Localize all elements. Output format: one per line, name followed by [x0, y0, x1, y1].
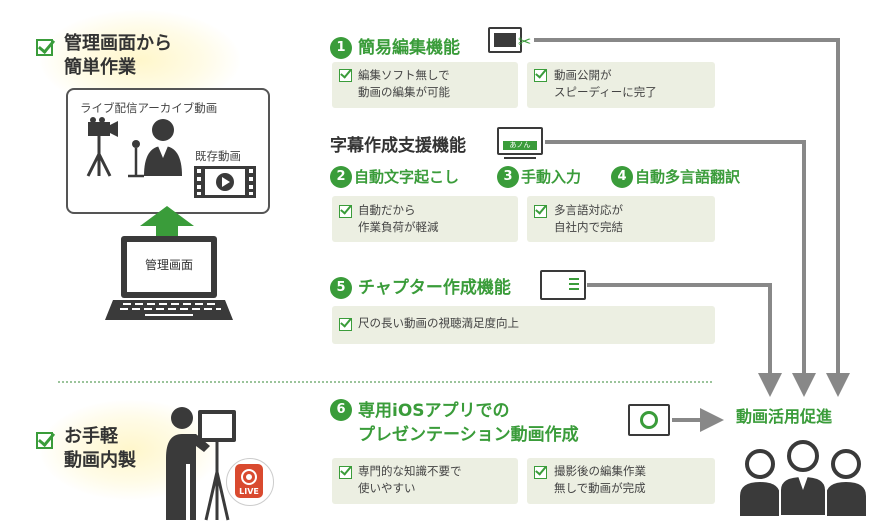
chapter-line: [569, 278, 579, 280]
feature-title-2: 自動文字起こし: [354, 168, 460, 186]
feature-number-3: 3: [497, 166, 519, 188]
benefit-line: 多言語対応が: [554, 203, 623, 217]
screen-stand: [504, 157, 536, 159]
upload-arrow-icon: [140, 206, 194, 244]
benefit-line: 動画の編集が可能: [358, 85, 450, 99]
check-icon: [339, 466, 352, 479]
check-icon: [36, 432, 53, 449]
film-play-icon: [194, 166, 256, 198]
film-edit-icon: [488, 27, 522, 53]
feature1-benefit-2: 動画公開が スピーディーに完了: [554, 67, 657, 101]
live-badge: LIVE: [239, 487, 259, 496]
feature-title-4: 自動多言語翻訳: [635, 168, 741, 186]
feature6-benefit-2: 撮影後の編集作業 無しで動画が完成: [554, 463, 646, 497]
laptop-screen-label: 管理画面: [144, 258, 193, 272]
section-divider: [58, 381, 712, 383]
feature-number-6: 6: [330, 399, 352, 421]
check-icon: [36, 39, 53, 56]
subtitle-screen-icon: あノん: [497, 127, 543, 155]
section1-title: 管理画面から 簡単作業: [64, 32, 172, 80]
subtitle-benefit-box-2: [527, 196, 715, 242]
scissors-icon: ✂: [518, 32, 532, 51]
feature5-benefit: 尺の長い動画の視聴満足度向上: [358, 316, 519, 330]
feature6-benefit-box-1: [332, 458, 518, 504]
feature-number-2: 2: [330, 166, 352, 188]
broadcast-dot: [246, 474, 252, 480]
ios-app-camera-icon: [628, 404, 670, 436]
check-icon: [534, 69, 547, 82]
feature-number-4: 4: [611, 166, 633, 188]
feature5-benefit-box: [332, 306, 715, 344]
feature1-benefit-box-1: [332, 62, 518, 108]
chapter-line: [569, 283, 579, 285]
feature-title-6-line2: プレゼンテーション動画作成: [358, 425, 579, 445]
feature-number-5: 5: [330, 277, 352, 299]
shutter-icon: [640, 411, 658, 429]
subtitle-group-title: 字幕作成支援機能: [330, 136, 466, 156]
section2-title-line2: 動画内製: [64, 450, 136, 471]
subtitle-caption: あノん: [503, 141, 537, 150]
benefit-line: 動画公開が: [554, 68, 612, 82]
broadcast-icon: [241, 469, 257, 485]
people-group-icon: [740, 440, 866, 516]
benefit-line: 作業負荷が軽減: [358, 220, 439, 234]
feature-title-6: 専用iOSアプリでの プレゼンテーション動画作成: [358, 399, 579, 447]
arrow-from-chapter: [587, 283, 782, 397]
subtitle-benefit-box-1: [332, 196, 518, 242]
section2-title: お手軽 動画内製: [64, 425, 136, 473]
feature-number-1: 1: [330, 37, 352, 59]
benefit-line: 編集ソフト無しで: [358, 68, 450, 82]
section2-title-line1: お手軽: [64, 426, 118, 447]
feature6-benefit-1: 専門的な知識不要で 使いやすい: [358, 463, 462, 497]
benefit-line: 自動だから: [358, 203, 416, 217]
feature-title-6-line1: 専用iOSアプリでの: [358, 401, 510, 421]
existing-video-label: 既存動画: [195, 149, 241, 163]
benefit-line: 無しで動画が完成: [554, 481, 646, 495]
arrow-from-edit: [534, 38, 850, 397]
tablet-presenter-icon: [166, 407, 236, 521]
live-app-icon: LIVE: [235, 464, 263, 498]
outcome-label: 動画活用促進: [736, 407, 833, 426]
check-icon: [534, 205, 547, 218]
check-icon: [339, 205, 352, 218]
benefit-line: 専門的な知識不要で: [358, 464, 462, 478]
check-icon: [339, 69, 352, 82]
chapter-screen-icon: [540, 270, 586, 300]
benefit-line: 使いやすい: [358, 481, 416, 495]
feature-title-3: 手動入力: [521, 168, 582, 186]
check-icon: [534, 466, 547, 479]
live-archive-label: ライブ配信アーカイブ動画: [80, 101, 218, 115]
feature-title-1: 簡易編集機能: [358, 38, 460, 58]
check-icon: [339, 318, 352, 331]
benefit-line: スピーディーに完了: [554, 85, 657, 99]
film-frame: [494, 33, 516, 47]
subtitle-benefit-2: 多言語対応が 自社内で完結: [554, 202, 623, 236]
benefit-line: 撮影後の編集作業: [554, 464, 646, 478]
subtitle-benefit-1: 自動だから 作業負荷が軽減: [358, 202, 439, 236]
section1-title-line1: 管理画面から: [64, 33, 172, 54]
arrow-from-subtitle: [545, 140, 816, 397]
feature1-benefit-1: 編集ソフト無しで 動画の編集が可能: [358, 67, 450, 101]
feature1-benefit-box-2: [527, 62, 715, 108]
benefit-line: 自社内で完結: [554, 220, 623, 234]
laptop-icon: [105, 236, 233, 320]
camera-presenter-icon: [86, 117, 182, 178]
chapter-line: [569, 288, 579, 290]
feature-title-5: チャプター作成機能: [358, 278, 511, 298]
feature6-benefit-box-2: [527, 458, 715, 504]
section1-title-line2: 簡単作業: [64, 57, 136, 78]
